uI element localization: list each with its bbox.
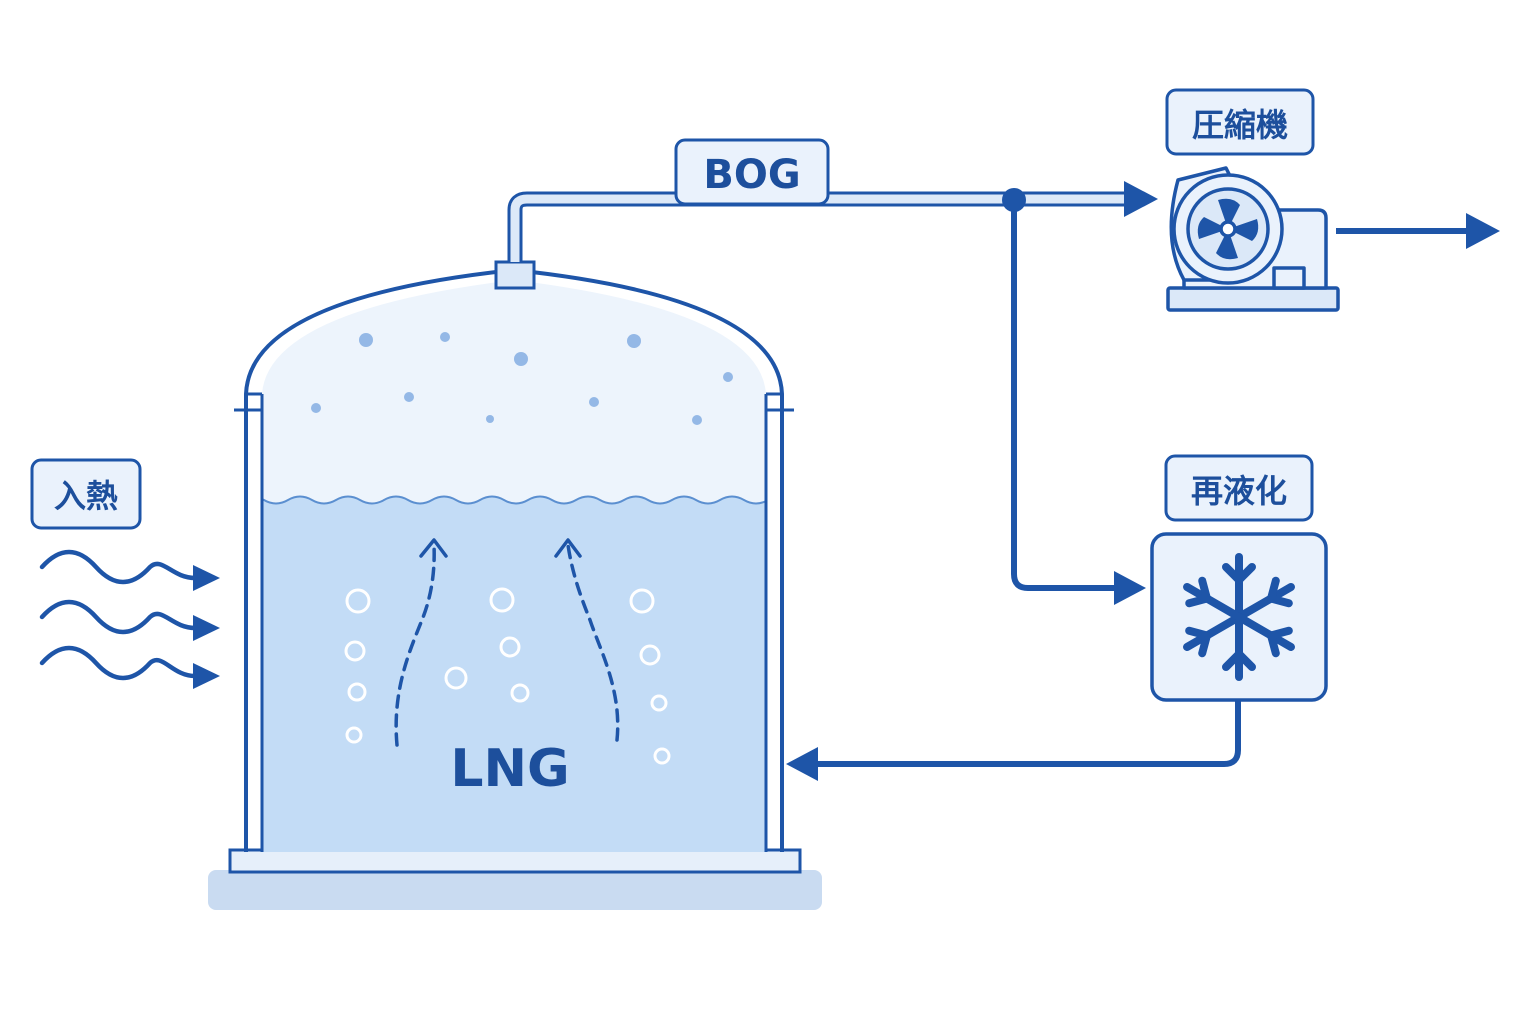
bog-to-compressor-arrowhead xyxy=(1124,181,1158,217)
heat-input-label: 入熱 xyxy=(54,477,118,515)
convection-arrow-right xyxy=(566,543,620,742)
convection-arrow-left xyxy=(394,543,436,747)
boiling-bubbles xyxy=(344,587,671,765)
vapor-particles xyxy=(311,332,733,425)
compressor-fan-icon xyxy=(1166,166,1340,312)
reliquefaction-group: 再液化 xyxy=(1150,454,1328,702)
lng-liquid xyxy=(262,495,766,852)
tank-wall-flanges xyxy=(234,392,794,412)
return-to-tank-line xyxy=(808,698,1241,767)
snowflake-icon xyxy=(1181,553,1298,677)
reliquefaction-label: 再液化 xyxy=(1191,472,1287,510)
reliquefaction-arrowhead xyxy=(1114,571,1146,605)
tank-top-nozzle xyxy=(494,260,536,290)
return-to-tank-arrowhead xyxy=(786,747,818,781)
lng-label: LNG xyxy=(450,739,569,799)
bog-to-reliquefaction-line xyxy=(1011,200,1122,591)
heat-input-label-box xyxy=(30,458,142,530)
compressor-group: 圧縮機 xyxy=(1165,88,1340,312)
bog-label: BOG xyxy=(703,152,800,198)
convection-arrows xyxy=(394,538,620,747)
bog-piping xyxy=(507,181,1500,781)
bog-label-box xyxy=(674,138,830,206)
tank-inner-wall xyxy=(260,394,768,852)
bog-outlet-pipe xyxy=(507,191,1130,262)
compressor-label: 圧縮機 xyxy=(1192,106,1288,144)
tank-foundation xyxy=(208,870,822,910)
heat-input-group: 入熱 xyxy=(30,458,220,689)
lng-storage-tank: LNG xyxy=(208,260,822,910)
tank-base-plate xyxy=(228,848,802,874)
heat-arrowheads xyxy=(193,565,220,689)
compressor-outlet-arrowhead xyxy=(1466,213,1500,249)
heat-wave-arrow-icon xyxy=(39,549,198,681)
bog-label-group: BOG xyxy=(674,138,830,206)
tank-vapor-space xyxy=(262,280,766,510)
reliquefaction-label-box xyxy=(1164,454,1314,522)
compressor-label-box xyxy=(1165,88,1315,156)
